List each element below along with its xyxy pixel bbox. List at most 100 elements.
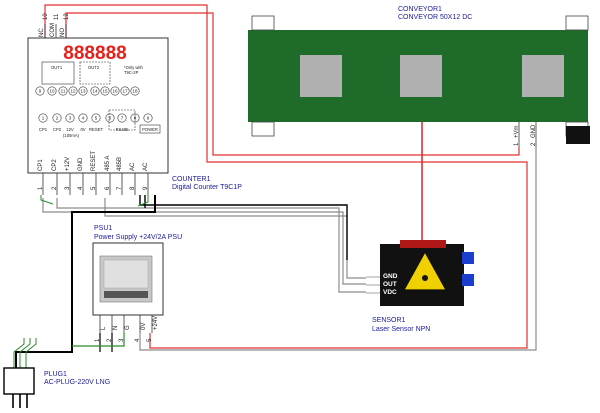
wires xyxy=(13,4,537,368)
wire-sensor-vdc xyxy=(56,198,366,293)
psu-pin-number: 2 xyxy=(107,338,113,342)
wire-com-to-conveyor xyxy=(65,12,520,156)
counter-out1-box xyxy=(41,61,75,85)
counter-bottom-pin-number: 9 xyxy=(143,186,149,190)
counter-out2-note-2: T9C-2P xyxy=(124,70,139,75)
conveyor-mount-tr xyxy=(565,15,589,31)
counter-top-terminal-number: 12 xyxy=(70,89,76,94)
counter-top-terminal xyxy=(120,86,130,96)
wire-plug-1 xyxy=(13,338,25,368)
counter-bottom-pin-number: 8 xyxy=(130,186,136,190)
counter-bottom-terminal-number: 7 xyxy=(121,116,124,121)
counter-top-pin-number: 10 xyxy=(43,13,49,20)
counter-top-terminal xyxy=(47,86,57,96)
wire-plug-3 xyxy=(25,338,37,368)
counter-face-label: 0V xyxy=(80,127,85,132)
counter-bottom-terminal-number: 6 xyxy=(109,116,112,121)
counter-bottom-terminal xyxy=(65,113,75,123)
counter-top-terminal xyxy=(90,86,100,96)
counter-top-terminal xyxy=(58,86,68,96)
counter-ref: COUNTER1 xyxy=(172,176,211,183)
conveyor-mount-bl xyxy=(251,121,275,137)
sensor-ref: SENSOR1 xyxy=(372,317,406,324)
psu-pin-label: 0V xyxy=(141,323,147,330)
psu-pin-number: 1 xyxy=(95,338,101,342)
counter-bottom-pin-label: RESET xyxy=(91,151,97,171)
counter-top-pin-label: COM xyxy=(50,23,56,37)
psu-ref: PSU1 xyxy=(94,225,112,232)
counter-bottom-pin-label: +12V xyxy=(65,157,71,171)
counter-out1-label: OUT1 xyxy=(51,65,63,70)
wire-plug-2 xyxy=(19,338,31,368)
counter-bottom-pin-number: 5 xyxy=(91,186,97,190)
plug: PLUG1 AC-PLUG-220V LNG xyxy=(3,367,110,408)
wire-ac-black xyxy=(139,195,348,260)
sensor-name: Laser Sensor NPN xyxy=(372,326,430,333)
conveyor-mount-tl xyxy=(251,15,275,31)
sensor-pin-label: GND xyxy=(383,273,398,280)
sensor-pin-label: VDC xyxy=(383,289,397,296)
counter-bottom-pin-label: CP2 xyxy=(52,159,58,171)
counter-bottom-terminal xyxy=(38,113,48,123)
counter-face-label: RS485 xyxy=(116,127,129,132)
counter-bottom-terminal xyxy=(78,113,88,123)
wire-psu-g xyxy=(72,333,125,347)
counter-bottom-pin-number: 3 xyxy=(65,186,71,190)
counter-bottom-pin-label: CP1 xyxy=(38,159,44,171)
psu-pin-label: G xyxy=(125,325,131,330)
counter-bottom-terminal-number: 1 xyxy=(42,116,45,121)
counter-bottom-terminal-number: 9 xyxy=(147,116,150,121)
counter-top-pin-label: NO xyxy=(60,28,66,37)
counter-top-pin-number: 11 xyxy=(54,13,60,20)
conveyor-pin-label: GND xyxy=(531,124,537,138)
counter-face-label: CP2 xyxy=(53,127,62,132)
counter-face-label: CP1 xyxy=(39,127,48,132)
conveyor-roller-1 xyxy=(300,55,342,97)
counter-bottom-pin-label: 485 A xyxy=(105,156,111,171)
conveyor-roller-3 xyxy=(522,55,564,97)
counter-bottom-terminal xyxy=(117,113,127,123)
laser-warning-icon-center xyxy=(422,275,428,281)
counter-top-terminal-number: 10 xyxy=(49,89,55,94)
psu-pin-number: 5 xyxy=(147,338,153,342)
counter-bottom-pin-label: AC xyxy=(130,162,136,171)
psu-pin-number: 3 xyxy=(119,338,125,342)
plug-ref: PLUG1 xyxy=(44,371,67,378)
wire-counter-green-1 xyxy=(40,195,54,205)
conveyor-pin-number: 1 xyxy=(514,142,520,146)
counter-top-terminal xyxy=(35,86,45,96)
counter-top-terminal xyxy=(68,86,78,96)
counter-top-terminal-number: 15 xyxy=(102,89,108,94)
counter-face-label: POWER xyxy=(142,127,158,132)
counter-name: Digital Counter T9C1P xyxy=(172,184,242,191)
counter-bottom-pin-number: 7 xyxy=(117,186,123,190)
counter-top-terminal-number: 17 xyxy=(122,89,128,94)
counter-top-terminal-number: 16 xyxy=(112,89,118,94)
sensor-pin-label: OUT xyxy=(383,281,397,288)
counter-bottom-pin-number: 6 xyxy=(105,186,111,190)
psu-name: Power Supply +24V/2A PSU xyxy=(94,234,182,241)
counter-top-terminal xyxy=(100,86,110,96)
counter-bottom-terminal-number: 4 xyxy=(82,116,85,121)
laser-warning-icon xyxy=(402,250,448,291)
counter-bottom-pin-label: 485B xyxy=(117,157,123,171)
conveyor-pin-label: +Vm xyxy=(514,125,520,138)
counter-ma-note: (100mA) xyxy=(63,133,80,138)
counter-out2-box xyxy=(79,61,111,85)
counter-top-pin-label: NC xyxy=(39,28,45,37)
conveyor-ref: CONVEYOR1 xyxy=(398,6,442,13)
counter-bottom-terminal xyxy=(143,113,153,123)
counter-bottom-pin-label: GND xyxy=(78,157,84,171)
conveyor-roller-2 xyxy=(400,55,442,97)
wire-sensor-out xyxy=(42,198,366,285)
psu-pin-label: L xyxy=(101,326,107,330)
counter-bottom-pin-number: 1 xyxy=(38,186,44,190)
psu-image-terminals xyxy=(104,291,148,298)
sensor-blue-tab-2 xyxy=(462,274,474,286)
counter-top-terminal xyxy=(110,86,120,96)
